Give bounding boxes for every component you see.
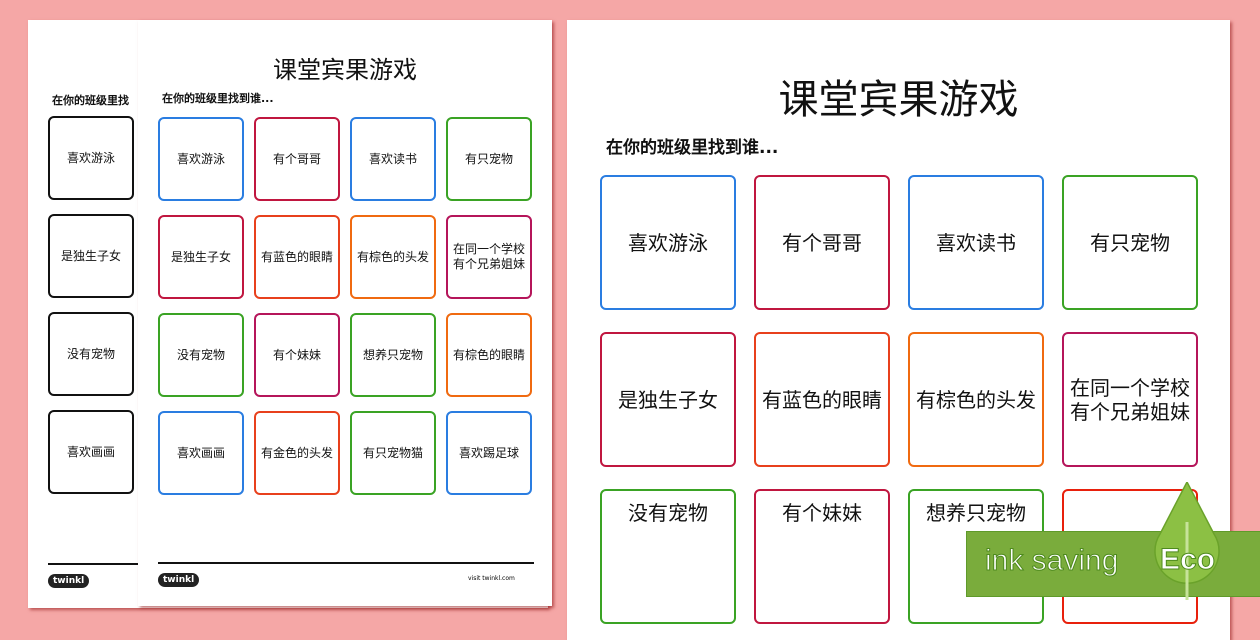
subtitle-large: 在你的班级里找到谁...: [606, 138, 779, 158]
bingo-card: 有个哥哥: [254, 117, 340, 201]
back-bingo-card: 喜欢游泳: [48, 116, 134, 200]
bingo-card-large: 想养只宠物: [908, 489, 1044, 624]
middle-page-preview: 课堂宾果游戏 在你的班级里找到谁... twinkl visit twinkl.…: [138, 20, 552, 606]
bingo-card-large: 喜欢读书: [908, 175, 1044, 310]
bingo-card: 有个妹妹: [254, 313, 340, 397]
leaf-drop-icon: [1154, 482, 1220, 600]
visit-text: visit twinkl.com: [468, 575, 515, 582]
bingo-card-large: 有个妹妹: [754, 489, 890, 624]
bingo-card: 有棕色的头发: [350, 215, 436, 299]
bingo-card: 喜欢画画: [158, 411, 244, 495]
bingo-card-large: 喜欢游泳: [600, 175, 736, 310]
bingo-card: 想养只宠物: [350, 313, 436, 397]
bingo-card: 有金色的头发: [254, 411, 340, 495]
back-bingo-card: 喜欢画画: [48, 410, 134, 494]
eco-badge: Eco: [1159, 543, 1216, 577]
ink-saving-label: ink saving: [984, 544, 1119, 578]
bingo-card-large: 有蓝色的眼睛: [754, 332, 890, 467]
page-title-large: 课堂宾果游戏: [778, 77, 1019, 123]
bingo-card: 有只宠物: [446, 117, 532, 201]
bingo-card: 有棕色的眼睛: [446, 313, 532, 397]
page-title: 课堂宾果游戏: [273, 56, 417, 84]
bingo-card-large: 有只宠物: [1062, 175, 1198, 310]
bingo-card: 喜欢踢足球: [446, 411, 532, 495]
twinkl-logo: twinkl: [158, 573, 200, 587]
back-bingo-card: 没有宠物: [48, 312, 134, 396]
bingo-card-large: 是独生子女: [600, 332, 736, 467]
bingo-card-large: 在同一个学校 有个兄弟姐妹: [1062, 332, 1198, 467]
bingo-card-large: 没有宠物: [600, 489, 736, 624]
bingo-card-large: 有个哥哥: [754, 175, 890, 310]
bingo-card: 在同一个学校 有个兄弟姐妹: [446, 215, 532, 299]
bingo-card: 没有宠物: [158, 313, 244, 397]
bingo-card: 有蓝色的眼睛: [254, 215, 340, 299]
bingo-card: 喜欢游泳: [158, 117, 244, 201]
twinkl-logo: twinkl: [48, 574, 90, 588]
back-subtitle: 在你的班级里找: [52, 94, 129, 107]
bingo-card: 有只宠物猫: [350, 411, 436, 495]
back-bingo-card: 是独生子女: [48, 214, 134, 298]
bingo-card-large: 有棕色的头发: [908, 332, 1044, 467]
bingo-card: 喜欢读书: [350, 117, 436, 201]
subtitle: 在你的班级里找到谁...: [162, 92, 274, 105]
bingo-card: 是独生子女: [158, 215, 244, 299]
